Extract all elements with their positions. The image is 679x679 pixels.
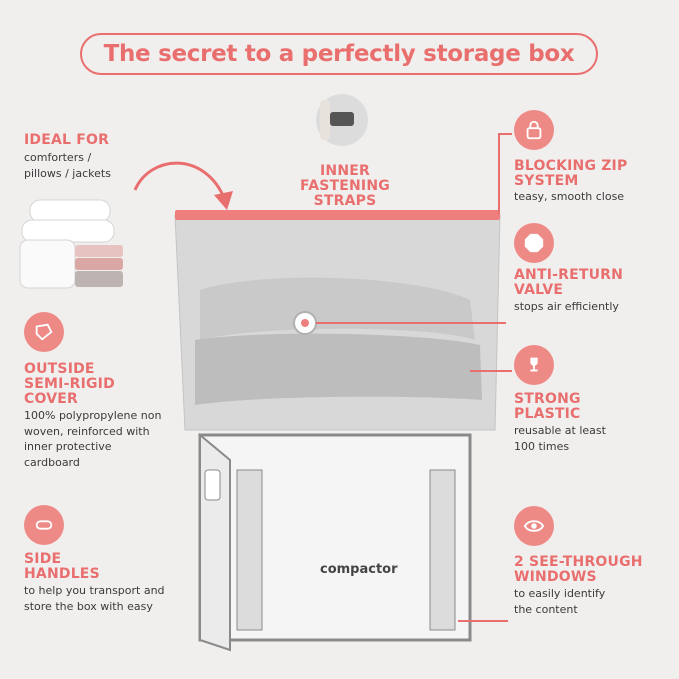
blocking-zip-title: BLOCKING ZIP SYSTEM bbox=[514, 158, 628, 189]
anti-return-text: stops air efficiently bbox=[514, 300, 619, 313]
pointer-line-windows bbox=[458, 620, 508, 622]
outside-cover-badge bbox=[24, 312, 64, 352]
arrow-head-icon bbox=[214, 191, 233, 210]
outside-cover-text: 100% polypropylene non woven, reinforced… bbox=[24, 409, 162, 469]
fabric-icon bbox=[35, 323, 53, 341]
trophy-stars-icon bbox=[530, 357, 538, 372]
pillows-stack bbox=[19, 199, 123, 289]
pointer-line-valve bbox=[316, 322, 506, 324]
stop-sign-icon bbox=[524, 233, 544, 253]
anti-return-badge bbox=[514, 223, 554, 263]
strong-plastic-title: STRONG PLASTIC bbox=[514, 391, 581, 422]
inner-straps-title: INNER FASTENING STRAPS bbox=[300, 163, 390, 209]
side-handles-badge bbox=[24, 505, 64, 545]
windows-badge bbox=[514, 506, 554, 546]
curved-arrow bbox=[133, 161, 227, 201]
storage-box bbox=[198, 432, 472, 652]
pointer-line-zip-v bbox=[498, 134, 500, 214]
windows-text: to easily identify the content bbox=[514, 587, 606, 616]
eye-icon bbox=[523, 520, 545, 532]
page-title: The secret to a perfectly storage box bbox=[80, 33, 598, 75]
windows-title: 2 SEE-THROUGH WINDOWS bbox=[514, 554, 643, 585]
pointer-line-plastic bbox=[470, 370, 512, 372]
ideal-for-text: comforters / pillows / jackets bbox=[24, 151, 111, 180]
ideal-for-title: IDEAL FOR bbox=[24, 132, 110, 148]
handle-icon bbox=[35, 520, 53, 530]
strong-plastic-badge bbox=[514, 345, 554, 385]
outside-cover-title: OUTSIDE SEMI-RIGID COVER bbox=[24, 361, 115, 407]
strong-plastic-text: reusable at least 100 times bbox=[514, 424, 606, 453]
vacuum-bag bbox=[174, 210, 501, 431]
side-handles-title: SIDE HANDLES bbox=[24, 551, 100, 582]
anti-return-title: ANTI-RETURN VALVE bbox=[514, 267, 624, 298]
brand-logo: compactor bbox=[320, 562, 398, 577]
blocking-zip-text: teasy, smooth close bbox=[514, 190, 625, 203]
pointer-line-zip-h bbox=[498, 133, 512, 135]
padlock-icon bbox=[526, 120, 542, 140]
blocking-zip-badge bbox=[514, 110, 554, 150]
strap-buckle-photo bbox=[316, 94, 368, 146]
side-handles-text: to help you transport and store the box … bbox=[24, 584, 165, 613]
